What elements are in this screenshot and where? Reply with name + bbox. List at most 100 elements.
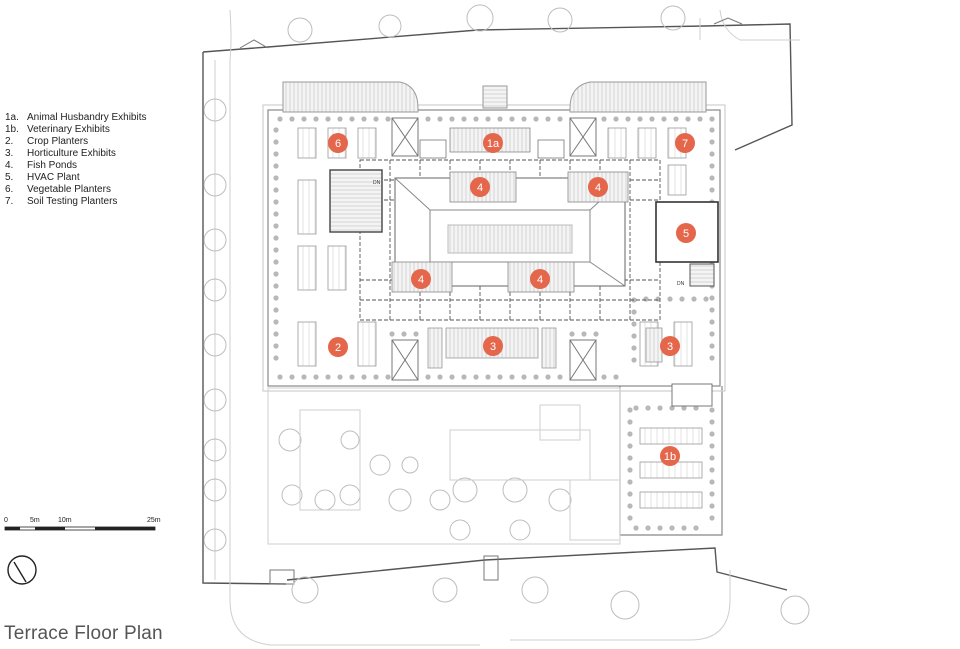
planter-dot <box>625 116 631 122</box>
planter-dot <box>709 175 715 181</box>
planter-dot <box>645 525 651 531</box>
planter-bed <box>607 127 627 159</box>
planter-dot <box>693 405 699 411</box>
legend-label: HVAC Plant <box>27 172 80 183</box>
planter-dot <box>273 211 279 217</box>
planter-dot <box>643 296 649 302</box>
planter-dot <box>709 443 715 449</box>
top-entrance-stair <box>482 85 508 109</box>
stair-core-left <box>329 169 383 233</box>
legend-label: Fish Ponds <box>27 160 78 171</box>
planter-dot <box>657 525 663 531</box>
planter-dot <box>637 116 643 122</box>
planter-dot <box>709 503 715 509</box>
area-marker-1b: 1b <box>660 446 680 466</box>
planter-dot <box>649 116 655 122</box>
planter-dot <box>461 374 467 380</box>
legend-code: 1b. <box>5 124 19 135</box>
planter-bed <box>357 127 377 159</box>
planter-dot <box>273 331 279 337</box>
planter-dot <box>631 321 637 327</box>
planter-dot <box>631 309 637 315</box>
scale-bar <box>4 526 156 531</box>
planter-dot <box>273 259 279 265</box>
planter-dot <box>557 374 563 380</box>
hvac-stair <box>689 263 715 287</box>
planter-dot <box>461 116 467 122</box>
planter-dot <box>273 187 279 193</box>
planter-dot <box>691 296 697 302</box>
planter-bed <box>297 179 317 235</box>
legend-code: 1a. <box>5 112 19 123</box>
legend-code: 3. <box>5 148 14 159</box>
planter-dot <box>709 163 715 169</box>
planter-dot <box>557 116 563 122</box>
planter-dot <box>709 515 715 521</box>
planter-dot <box>449 116 455 122</box>
restrooms <box>419 139 565 159</box>
area-marker-4-bottom-left: 4 <box>411 269 431 289</box>
gate-bottom-center <box>483 555 499 581</box>
marker-circle <box>411 269 431 289</box>
planter-dot <box>703 296 709 302</box>
planter-dot <box>425 116 431 122</box>
planter-dot <box>497 374 503 380</box>
marker-circle <box>483 336 503 356</box>
planter-dot <box>709 319 715 325</box>
gate-top-left <box>239 39 269 49</box>
planter-dot <box>661 116 667 122</box>
marker-circle <box>676 223 696 243</box>
dn-label-left: DN <box>373 180 381 186</box>
marker-circle <box>470 177 490 197</box>
planter-dot <box>325 374 331 380</box>
marker-circle <box>483 133 503 153</box>
planter-dot <box>697 116 703 122</box>
area-marker-4-bottom-right: 4 <box>530 269 550 289</box>
planter-dot <box>533 374 539 380</box>
scale-bar-labels: 0 5m 10m 25m <box>0 517 170 529</box>
planter-dot <box>273 127 279 133</box>
planter-dot <box>693 525 699 531</box>
planter-dot <box>273 163 279 169</box>
dn-label-right: DN <box>677 281 685 287</box>
planter-dot <box>413 331 419 337</box>
planter-dot <box>613 374 619 380</box>
planter-dot <box>349 374 355 380</box>
planter-dot <box>273 271 279 277</box>
planter-bed <box>357 321 377 367</box>
planter-dot <box>497 116 503 122</box>
planter-dot <box>669 525 675 531</box>
marker-label: 5 <box>683 228 689 240</box>
planter-dot <box>633 405 639 411</box>
core-boxes <box>391 117 713 407</box>
site-boundary <box>202 23 793 591</box>
planter-dot <box>273 199 279 205</box>
marker-label: 4 <box>537 274 543 286</box>
planter-dot <box>681 405 687 411</box>
planter-bed <box>637 127 657 159</box>
planter-dot <box>289 374 295 380</box>
planter-bed <box>297 321 317 367</box>
planter-dot <box>601 374 607 380</box>
planter-dot <box>313 374 319 380</box>
planter-dot <box>273 343 279 349</box>
area-marker-3-center: 3 <box>483 336 503 356</box>
planter-dot <box>273 319 279 325</box>
legend-item: 4.Fish Ponds <box>5 160 147 172</box>
planter-dot <box>273 283 279 289</box>
planter-dot <box>631 333 637 339</box>
legend-label: Horticulture Exhibits <box>27 148 116 159</box>
site-boundary-inner <box>214 9 800 646</box>
marker-label: 4 <box>595 182 601 194</box>
planter-dot <box>709 151 715 157</box>
planter-bed <box>639 491 703 509</box>
marker-label: 3 <box>667 341 673 353</box>
planter-dot <box>373 116 379 122</box>
planter-dot <box>631 357 637 363</box>
planter-dot <box>273 151 279 157</box>
planter-dot <box>679 296 685 302</box>
area-marker-4-top-left: 4 <box>470 177 490 197</box>
area-marker-7: 7 <box>675 133 695 153</box>
